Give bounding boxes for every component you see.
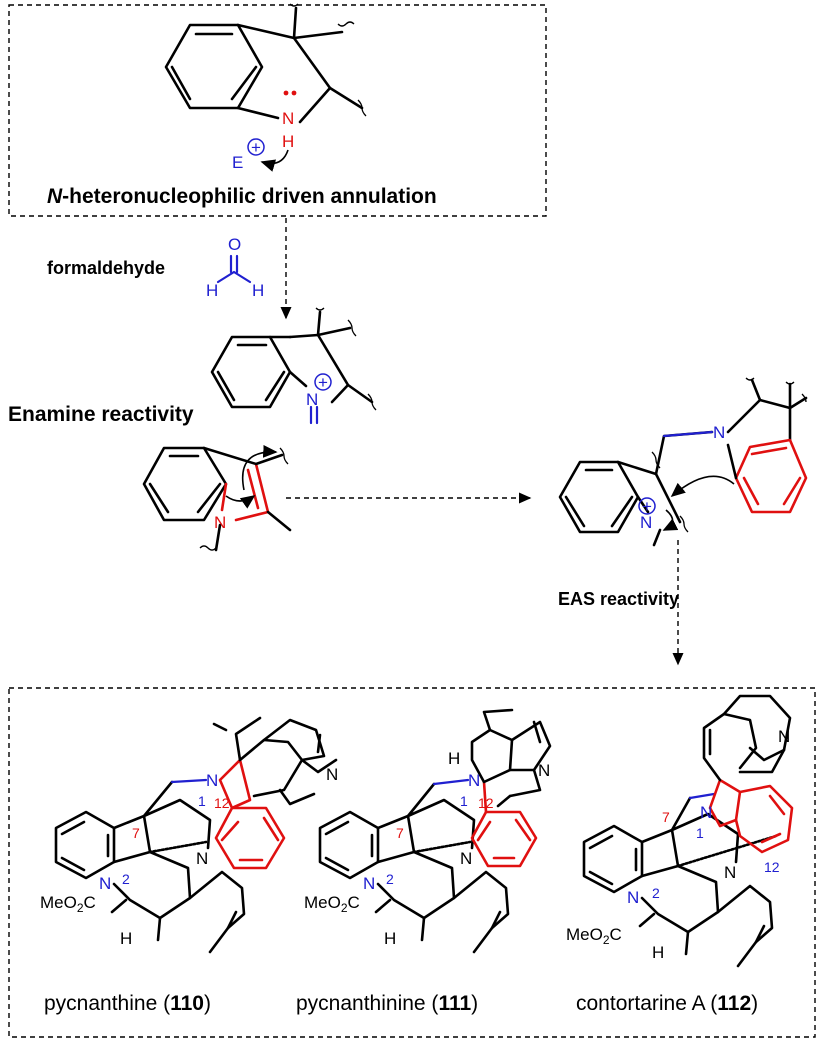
product-111-h-top: H [448,749,460,768]
eas-charge: + [642,497,652,516]
product-111-n1: N [468,771,480,790]
eas-label: EAS reactivity [558,589,679,609]
curved-arrow [260,149,289,172]
product-110-pos2: 2 [122,871,130,887]
ch-bonds [216,270,252,284]
product-112-n1: N [700,803,712,822]
indole-n: N [214,513,226,532]
product-112-pos12: 12 [764,859,780,875]
formaldehyde-o: O [228,235,241,254]
product-110-caption: pycnanthine (110) [44,992,211,1015]
product-110-pos12: 12 [214,795,230,811]
formaldehyde-h-right: H [252,281,264,300]
product-110-n2: N [99,874,111,893]
iminium-charge: + [318,373,328,392]
product-112-meo2c: MeO2C [566,925,622,947]
eas-charge-circle [638,497,656,515]
enamine-label: Enamine reactivity [8,403,194,426]
enamine-arrow-2 [225,495,256,509]
product-112-structure [582,694,794,968]
product-112-pos7: 7 [662,809,670,825]
carbonyl-bond [229,254,239,274]
products-box [8,687,816,1038]
indole-structure [142,446,292,552]
product-111-n3: N [460,849,472,868]
product-112-h: H [652,943,664,962]
indoline-structure [164,3,367,124]
lone-pair-dot [291,90,297,96]
iminium-n: N [306,390,318,409]
product-110-n1: N [206,771,218,790]
lone-pair-dot [283,90,289,96]
eas-arrow [670,475,735,498]
charge-circle [247,138,265,156]
top-box [8,4,547,217]
product-111-h: H [384,929,396,948]
electrophile-e: E [232,153,243,172]
product-111-pos12: 12 [478,795,494,811]
indoline-h: H [282,132,294,151]
product-112-n4: N [778,727,790,746]
indoline-n: N [282,109,294,128]
product-110-pos1: 1 [198,793,206,809]
product-112-pos1: 1 [696,825,704,841]
product-110-n4: N [326,765,338,784]
product-110-meo2c: MeO2C [40,893,96,915]
product-111-meo2c: MeO2C [304,893,360,915]
iminium-structure [210,307,377,425]
formaldehyde-h-left: H [206,281,218,300]
product-111-pos2: 2 [386,871,394,887]
eas-n-iminium: N [640,513,652,532]
product-111-pos1: 1 [460,793,468,809]
charge-plus: + [251,138,261,157]
product-110-n3: N [196,849,208,868]
product-112-n2: N [627,888,639,907]
product-111-caption: pycnanthinine (111) [296,992,478,1015]
enamine-arrow-1 [242,444,278,491]
product-111-structure [318,708,552,954]
product-112-caption: contortarine A (112) [576,992,758,1015]
eas-arrow-2 [662,509,679,531]
product-112-pos2: 2 [652,885,660,901]
product-110-pos7: 7 [132,825,140,841]
reagent-label: formaldehyde [47,258,165,278]
top-box-title: N-heteronucleophilic driven annulation [47,185,437,208]
product-112-n3: N [724,863,736,882]
product-111-n4: N [538,761,550,780]
iminium-charge-circle [314,373,332,391]
product-110-structure [54,716,338,954]
product-110-h: H [120,929,132,948]
product-111-pos7: 7 [396,825,404,841]
product-111-n2: N [363,874,375,893]
eas-n-top: N [713,423,725,442]
eas-structure [558,377,808,547]
